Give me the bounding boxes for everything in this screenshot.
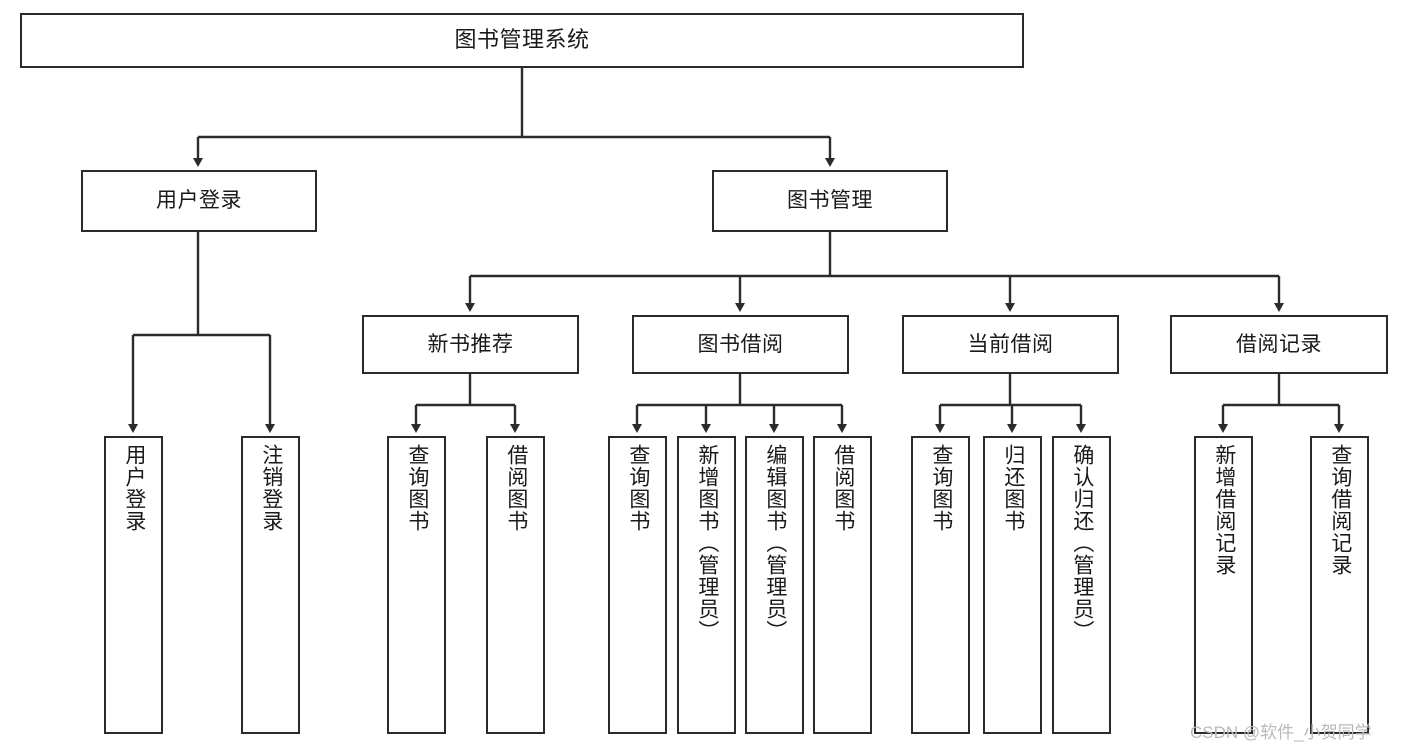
node-leaf-user-login[interactable]: 用户登录 — [104, 436, 163, 734]
node-leaf-borrow-book-2-label: 借阅图书 — [831, 444, 855, 532]
node-book-mgmt[interactable]: 图书管理 — [712, 170, 948, 232]
node-new-book-rec[interactable]: 新书推荐 — [362, 315, 579, 374]
node-leaf-query-book-3[interactable]: 查询图书 — [911, 436, 970, 734]
node-leaf-return-book[interactable]: 归还图书 — [983, 436, 1042, 734]
node-leaf-return-book-label: 归还图书 — [1001, 444, 1025, 532]
node-leaf-confirm-return[interactable]: 确认归还（管理员） — [1052, 436, 1111, 734]
node-leaf-query-book-2[interactable]: 查询图书 — [608, 436, 667, 734]
node-leaf-add-record[interactable]: 新增借阅记录 — [1194, 436, 1253, 734]
node-leaf-user-login-label: 用户登录 — [122, 444, 146, 532]
node-leaf-query-book-1-label: 查询图书 — [405, 444, 429, 532]
node-book-borrow[interactable]: 图书借阅 — [632, 315, 849, 374]
node-leaf-user-logout[interactable]: 注销登录 — [241, 436, 300, 734]
node-leaf-add-book-label: 新增图书（管理员） — [695, 444, 719, 642]
node-leaf-confirm-return-label: 确认归还（管理员） — [1070, 444, 1094, 642]
node-leaf-query-book-3-label: 查询图书 — [929, 444, 953, 532]
node-borrow-record-label: 借阅记录 — [1236, 332, 1322, 356]
node-new-book-rec-label: 新书推荐 — [427, 332, 514, 356]
node-leaf-add-book[interactable]: 新增图书（管理员） — [677, 436, 736, 734]
node-leaf-query-record-label: 查询借阅记录 — [1328, 444, 1352, 576]
node-user-login-label: 用户登录 — [156, 189, 242, 213]
node-root[interactable]: 图书管理系统 — [20, 13, 1024, 68]
node-current-borrow-label: 当前借阅 — [967, 332, 1054, 356]
node-user-login[interactable]: 用户登录 — [81, 170, 317, 232]
node-leaf-edit-book[interactable]: 编辑图书（管理员） — [745, 436, 804, 734]
node-leaf-user-logout-label: 注销登录 — [259, 444, 283, 532]
node-leaf-add-record-label: 新增借阅记录 — [1212, 444, 1236, 576]
node-leaf-query-record[interactable]: 查询借阅记录 — [1310, 436, 1369, 734]
node-leaf-borrow-book-1-label: 借阅图书 — [504, 444, 528, 532]
node-borrow-record[interactable]: 借阅记录 — [1170, 315, 1388, 374]
node-leaf-borrow-book-2[interactable]: 借阅图书 — [813, 436, 872, 734]
node-root-label: 图书管理系统 — [454, 27, 590, 53]
node-current-borrow[interactable]: 当前借阅 — [902, 315, 1119, 374]
node-leaf-borrow-book-1[interactable]: 借阅图书 — [486, 436, 545, 734]
node-leaf-query-book-2-label: 查询图书 — [626, 444, 650, 532]
node-book-mgmt-label: 图书管理 — [787, 189, 873, 213]
node-leaf-query-book-1[interactable]: 查询图书 — [387, 436, 446, 734]
node-book-borrow-label: 图书借阅 — [697, 332, 784, 356]
connector-lines — [128, 68, 1344, 433]
node-leaf-edit-book-label: 编辑图书（管理员） — [763, 444, 787, 642]
